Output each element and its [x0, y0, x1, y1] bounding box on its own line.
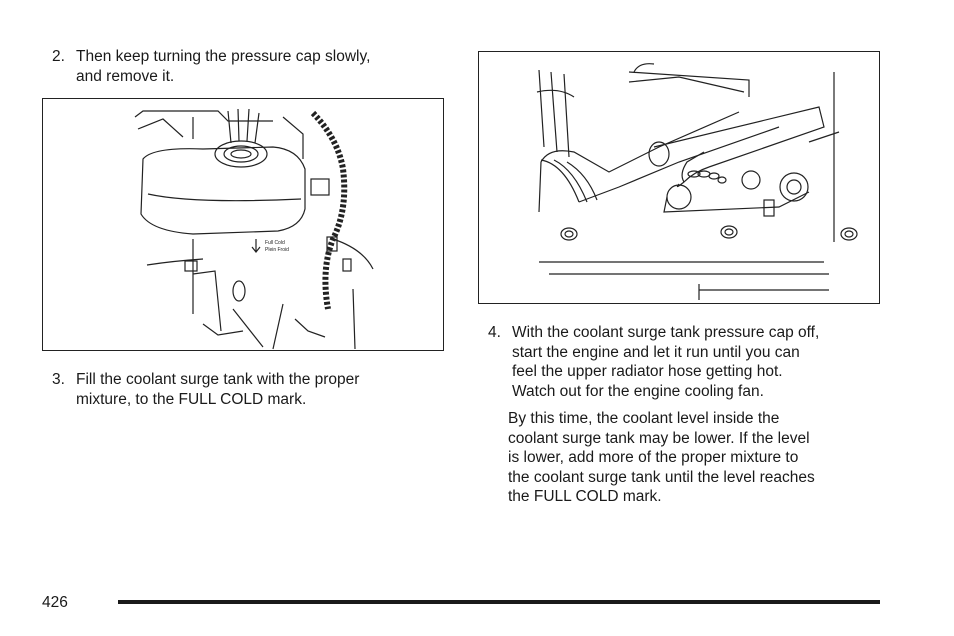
step-number: 4.: [488, 324, 501, 341]
page-number: 426: [42, 594, 68, 611]
engine-bay-illustration: [536, 63, 858, 300]
level-note-paragraph: By this time, the coolant level inside t…: [508, 410, 815, 505]
step-3: 3. Fill the coolant surge tank with the …: [52, 370, 359, 409]
footer-rule: [118, 600, 880, 604]
step-2: 2. Then keep turning the pressure cap sl…: [52, 47, 370, 86]
step-text: With the coolant surge tank pressure cap…: [512, 324, 820, 400]
step-4: 4. With the coolant surge tank pressure …: [488, 323, 819, 401]
step-text: Then keep turning the pressure cap slowl…: [76, 48, 371, 85]
figure-radiator-hose-check: [478, 51, 880, 304]
plein-froid-label: Plein Froid: [265, 247, 289, 253]
step-number: 3.: [52, 371, 65, 388]
step-number: 2.: [52, 48, 65, 65]
step-text: Fill the coolant surge tank with the pro…: [76, 371, 360, 408]
full-cold-label: Full Cold: [265, 240, 285, 246]
figure-surge-tank-cap-removed: Full Cold Plein Froid: [42, 98, 444, 351]
surge-tank-illustration: Full Cold Plein Froid: [134, 108, 374, 350]
